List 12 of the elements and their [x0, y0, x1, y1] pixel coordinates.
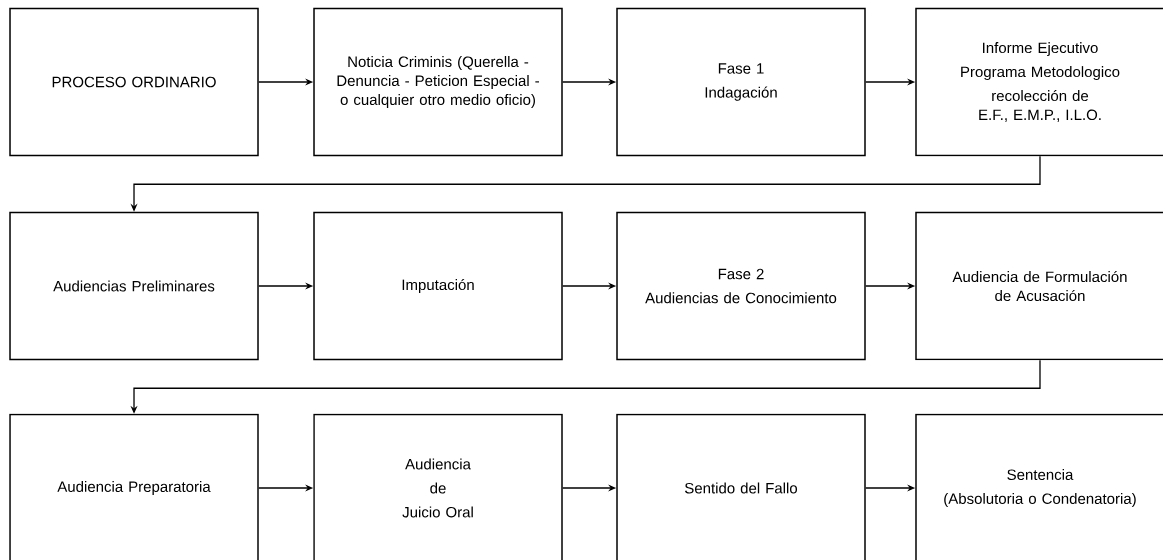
process-box: Audiencia de Formulación de Acusación: [915, 211, 1163, 361]
process-box: Informe Ejecutivo Programa Metodologico recolección de E.F., E.M.P., I.L.O.: [915, 7, 1163, 157]
process-box: Sentido del Fallo: [616, 413, 866, 560]
process-box: Audiencia de Juicio Oral: [313, 413, 563, 560]
process-box: PROCESO ORDINARIO: [9, 7, 259, 157]
process-box: Noticia Criminis (Querella - Denuncia - Peticion Especial - o cualquier otro medio oficio): [313, 7, 563, 157]
process-box: Imputación: [313, 211, 563, 361]
process-box: Fase 1 Indagación: [616, 7, 866, 157]
process-box: Audiencia Preparatoria: [9, 413, 259, 560]
process-box: Audiencias Preliminares: [9, 211, 259, 361]
process-box: Sentencia (Absolutoria o Condenatoria): [915, 413, 1163, 560]
process-box: Fase 2 Audiencias de Conocimiento: [616, 211, 866, 361]
